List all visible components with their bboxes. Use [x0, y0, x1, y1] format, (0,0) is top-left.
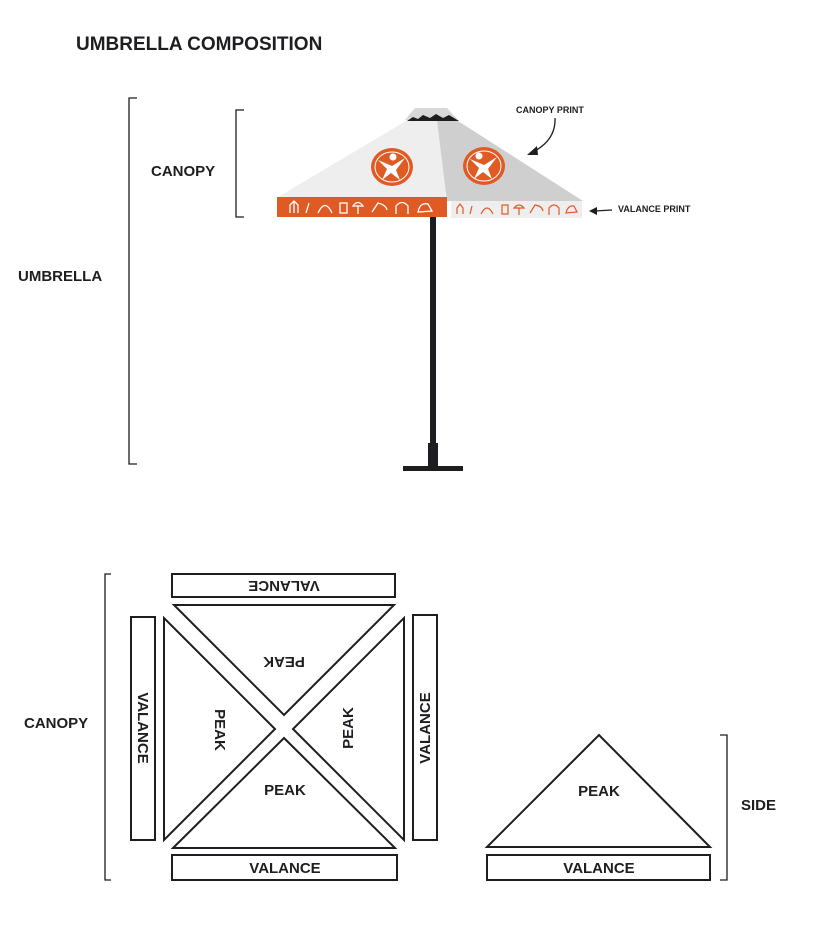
svg-text:VALANCE: VALANCE	[249, 860, 320, 877]
umbrella-pole	[430, 216, 436, 460]
peak-right: PEAK	[291, 615, 405, 843]
canopy-panel-front	[278, 121, 447, 199]
svg-text:VALANCE: VALANCE	[417, 692, 434, 763]
svg-text:VALANCE: VALANCE	[563, 860, 634, 877]
umbrella-base	[403, 466, 463, 471]
side-bracket	[720, 734, 728, 881]
canopy-bracket	[235, 109, 244, 218]
logo-icon	[371, 148, 413, 186]
canopy-layout-bracket	[104, 573, 111, 881]
logo-icon	[463, 147, 505, 185]
peak-bottom: PEAK	[170, 736, 398, 849]
peak-vent	[407, 114, 459, 121]
umbrella-bracket	[128, 97, 137, 465]
valance-bottom: VALANCE	[171, 854, 398, 881]
peak-left: PEAK	[163, 615, 277, 843]
valance-print-icons	[456, 203, 578, 215]
umbrella-illustration	[277, 108, 583, 471]
side-valance: VALANCE	[486, 854, 711, 881]
svg-text:PEAK: PEAK	[211, 709, 228, 751]
svg-text:VALANCE: VALANCE	[248, 577, 319, 594]
page-title: UMBRELLA COMPOSITION	[76, 34, 322, 55]
svg-text:PEAK: PEAK	[578, 783, 620, 800]
valance-front	[277, 197, 447, 217]
canopy-label: CANOPY	[151, 163, 215, 180]
canopy-print-label: CANOPY PRINT	[516, 105, 584, 115]
svg-text:PEAK: PEAK	[340, 707, 357, 749]
canopy-layout-label: CANOPY	[24, 715, 88, 732]
side-label: SIDE	[741, 797, 776, 814]
valance-top: VALANCE	[171, 573, 396, 598]
valance-print-arrow-icon	[589, 207, 613, 215]
valance-print-icons	[289, 200, 434, 214]
svg-text:PEAK: PEAK	[264, 782, 306, 799]
canopy-panel-side	[437, 121, 583, 201]
peak-top: PEAK	[171, 604, 397, 717]
pole-bracket	[428, 443, 438, 466]
valance-left: VALANCE	[130, 616, 156, 841]
umbrella-label: UMBRELLA	[18, 268, 102, 285]
valance-right: VALANCE	[412, 614, 438, 841]
svg-text:VALANCE: VALANCE	[134, 692, 151, 763]
side-peak: PEAK	[484, 733, 713, 848]
svg-text:PEAK: PEAK	[263, 653, 305, 670]
valance-print-label: VALANCE PRINT	[618, 204, 691, 214]
canopy-print-arrow-icon	[527, 117, 556, 155]
